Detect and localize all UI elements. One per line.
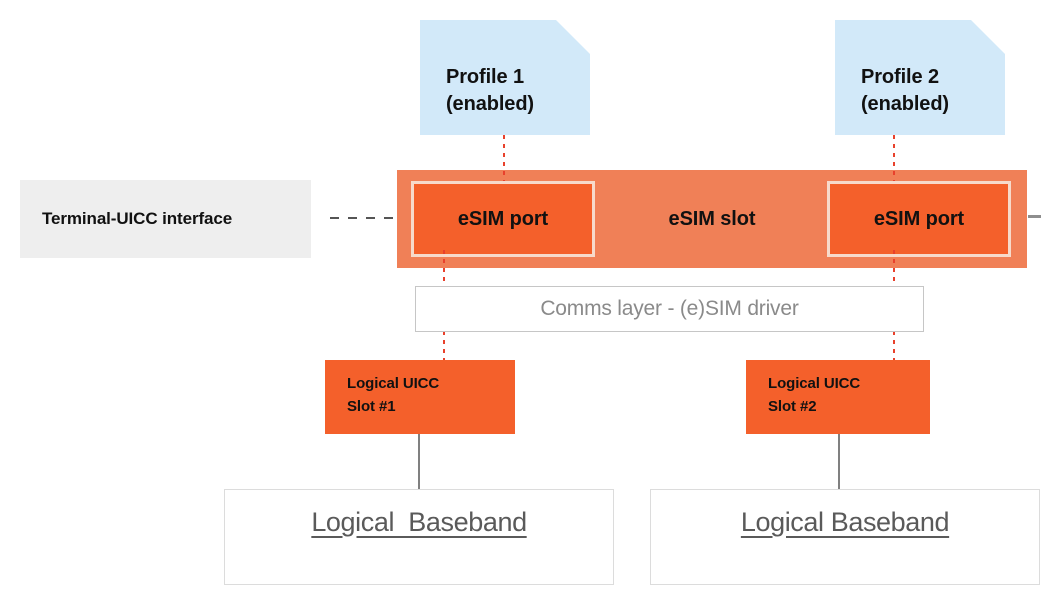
terminal-uicc-interface-box[interactable]: Terminal-UICC interface	[20, 180, 311, 258]
esim-slot-box[interactable]: eSIM slot eSIM port eSIM port	[397, 170, 1027, 268]
logical-baseband-1-label: Logical Baseband	[311, 507, 527, 537]
logical-uicc-slot-1[interactable]: Logical UICC Slot #1	[325, 360, 515, 434]
connector-slot-right-stub	[1028, 215, 1041, 218]
profile-1-label: Profile 1 (enabled)	[446, 66, 534, 115]
logical-uicc-slot-2[interactable]: Logical UICC Slot #2	[746, 360, 930, 434]
logical-baseband-2[interactable]: Logical Baseband	[650, 489, 1040, 585]
logical-baseband-2-label: Logical Baseband	[740, 507, 950, 537]
esim-slot-label: eSIM slot	[668, 207, 756, 230]
logical-baseband-1[interactable]: Logical Baseband	[224, 489, 614, 585]
terminal-uicc-interface-label: Terminal-UICC interface	[42, 209, 233, 228]
profile-2-label: Profile 2 (enabled)	[861, 66, 949, 115]
connector-profile1-to-port1	[503, 135, 505, 181]
esim-port-2[interactable]: eSIM port	[827, 181, 1011, 257]
profile-2-note[interactable]: Profile 2 (enabled)	[835, 20, 1005, 135]
connector-profile2-to-port2	[893, 135, 895, 181]
connector-interface-to-slot	[330, 217, 402, 219]
connector-uicc-slot2-to-baseband2	[838, 434, 840, 492]
esim-port-1[interactable]: eSIM port	[411, 181, 595, 257]
logical-uicc-slot-1-label: Logical UICC Slot #1	[347, 375, 440, 415]
comms-layer-box[interactable]: Comms layer - (e)SIM driver	[415, 286, 924, 332]
logical-uicc-slot-2-label: Logical UICC Slot #2	[768, 375, 861, 415]
profile-1-note[interactable]: Profile 1 (enabled)	[420, 20, 590, 135]
connector-uicc-slot1-to-baseband1	[418, 434, 420, 492]
